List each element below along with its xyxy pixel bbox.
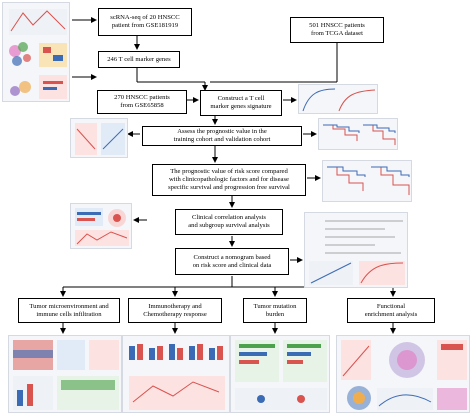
training-thumbnail: [70, 118, 128, 158]
immuno-box: Immunotherapy and Chemotherapy response: [128, 298, 222, 323]
scrna-box: scRNA-seq of 20 HNSCC patient from GSE18…: [98, 8, 192, 36]
functional-box: Functional enrichment analysis: [347, 298, 435, 323]
mutation-box: Tumor mutation burden: [243, 298, 307, 323]
clinical-thumbnail: [70, 203, 132, 249]
clinical-box: Clinical correlation analysis and subgro…: [175, 209, 283, 235]
assess-box: Assess the prognostic value in the train…: [142, 126, 302, 146]
tcga-box: 501 HNSCC patients from TCGA dataset: [290, 17, 384, 43]
dss-pfs-thumbnail: [322, 160, 412, 202]
prognostic-box: The prognostic value of risk score compa…: [152, 164, 306, 196]
km-thumbnail: [318, 118, 398, 150]
umap-thumbnail: [2, 2, 70, 102]
immuno-boxplot-thumbnail: [122, 335, 230, 413]
tme-box: Tumor microenvironment and immune cells …: [18, 298, 120, 323]
enrichment-thumbnail: [336, 335, 470, 413]
nomogram-box: Construct a nomogram based on risk score…: [175, 248, 289, 275]
marker-genes-box: 246 T cell marker genes: [98, 51, 180, 68]
nomogram-thumbnail: [304, 212, 408, 288]
gse65858-box: 270 HNSCC patients from GSE65858: [97, 90, 187, 114]
tme-heatmap-thumbnail: [8, 335, 122, 413]
roc-thumbnail: [298, 84, 378, 114]
signature-box: Construct a T cell marker genes signatur…: [200, 90, 282, 116]
mutation-thumbnail: [230, 335, 330, 413]
